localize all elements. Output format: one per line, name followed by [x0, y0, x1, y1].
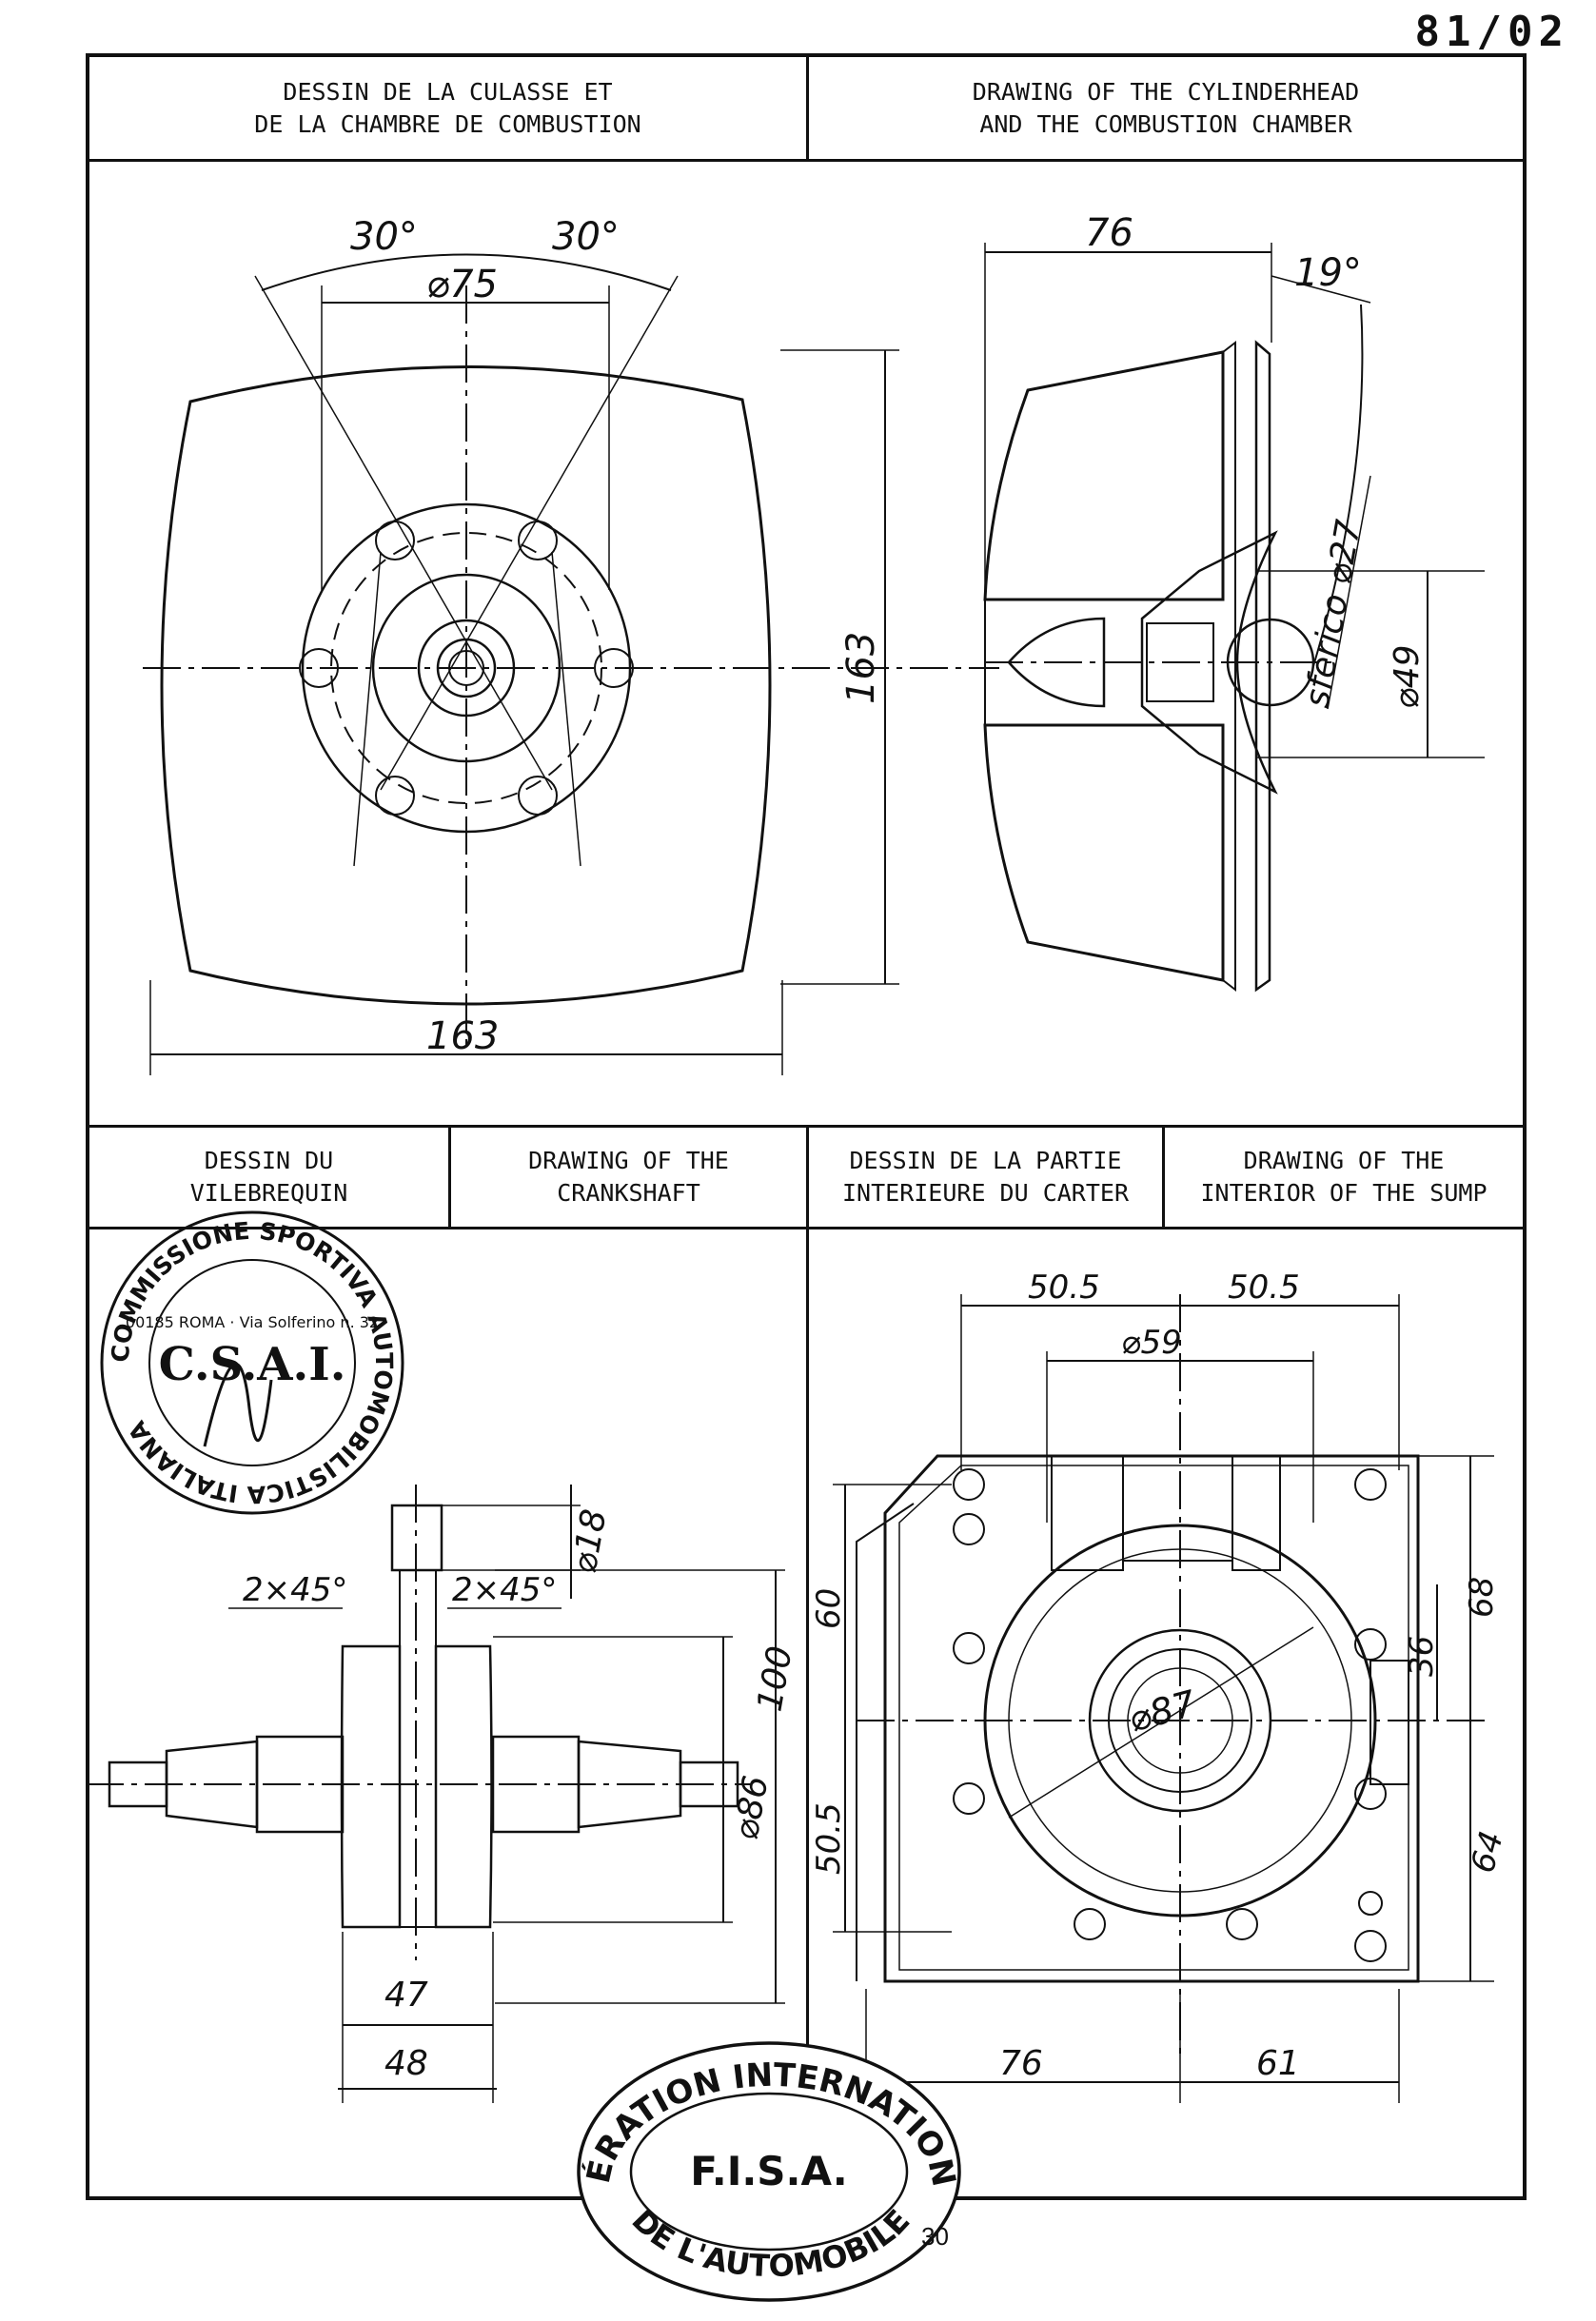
head-angle-right: 30° [552, 215, 620, 259]
csai-stamp-address: 00185 ROMA · Via Solferino n. 32 [126, 1313, 379, 1331]
header-fr: DESSIN DE LA CULASSE ET DE LA CHAMBRE DE… [89, 57, 809, 162]
head-diameter-75: ⌀75 [426, 263, 498, 306]
sump-height-60: 60 [810, 1588, 848, 1629]
crank-inner-47: 47 [384, 1976, 428, 2015]
fisa-stamp: FÉDÉRATION INTERNATIONALE F.I.S.A. DE L'… [0, 0, 963, 2300]
sump-right-36: 36 [1403, 1636, 1441, 1677]
csai-stamp: COMMISSIONE SPORTIVA AUTOMOBILISTICA ITA… [102, 1212, 403, 1513]
sump-header-fr: DESSIN DE LA PARTIE INTERIEURE DU CARTER [809, 1125, 1165, 1229]
head-side-section [985, 243, 1485, 990]
sump-bottom-76: 76 [999, 2044, 1043, 2083]
sump-left-505: 50.5 [1028, 1269, 1100, 1307]
page-number: 30 [921, 2222, 949, 2251]
head-height-163: 163 [839, 632, 883, 704]
sump-right-505: 50.5 [1228, 1269, 1300, 1307]
sump-bearing-87: ⌀87 [1124, 1682, 1200, 1741]
sump-header-en: DRAWING OF THE INTERIOR OF THE SUMP [1165, 1125, 1523, 1229]
head-angle-left: 30° [350, 215, 418, 259]
head-sphere-27: sferico ⌀27 [1297, 517, 1369, 710]
sump-bore-59: ⌀59 [1121, 1324, 1182, 1362]
lower-divider [806, 1229, 809, 2196]
document-reference: 81/02 [1414, 8, 1569, 56]
crank-chamfer-right: 2×45° [452, 1571, 557, 1609]
csai-stamp-center: C.S.A.I. [159, 1338, 346, 1391]
head-top-view [143, 255, 999, 1076]
crank-height-100: 100 [750, 1643, 799, 1715]
sump-bottom-61: 61 [1256, 2044, 1300, 2083]
head-side-angle-19: 19° [1294, 251, 1362, 295]
crank-header-fr: DESSIN DU VILEBREQUIN [89, 1125, 451, 1229]
crankshaft-drawing [86, 1485, 785, 2103]
crank-pin-18: ⌀18 [564, 1506, 614, 1577]
drawing-frame: DESSIN DE LA CULASSE ET DE LA CHAMBRE DE… [86, 53, 1527, 2200]
sump-drawing [833, 1294, 1494, 2103]
sump-bolt-holes [954, 1469, 1386, 1961]
sump-right-68: 68 [1463, 1577, 1501, 1618]
csai-signature [205, 1364, 271, 1446]
header-en: DRAWING OF THE CYLINDERHEAD AND THE COMB… [809, 57, 1523, 162]
sump-height-505: 50.5 [810, 1802, 848, 1875]
crank-outer-48: 48 [384, 2044, 428, 2083]
head-diameter-49: ⌀49 [1388, 645, 1427, 709]
crank-chamfer-left: 2×45° [243, 1571, 347, 1609]
head-side-width-76: 76 [1085, 211, 1133, 255]
crank-header-en: DRAWING OF THE CRANKSHAFT [451, 1125, 809, 1229]
crank-web-86: ⌀86 [726, 1773, 776, 1843]
fisa-stamp-center: F.I.S.A. [690, 2148, 848, 2194]
head-width-163: 163 [426, 1014, 499, 1058]
